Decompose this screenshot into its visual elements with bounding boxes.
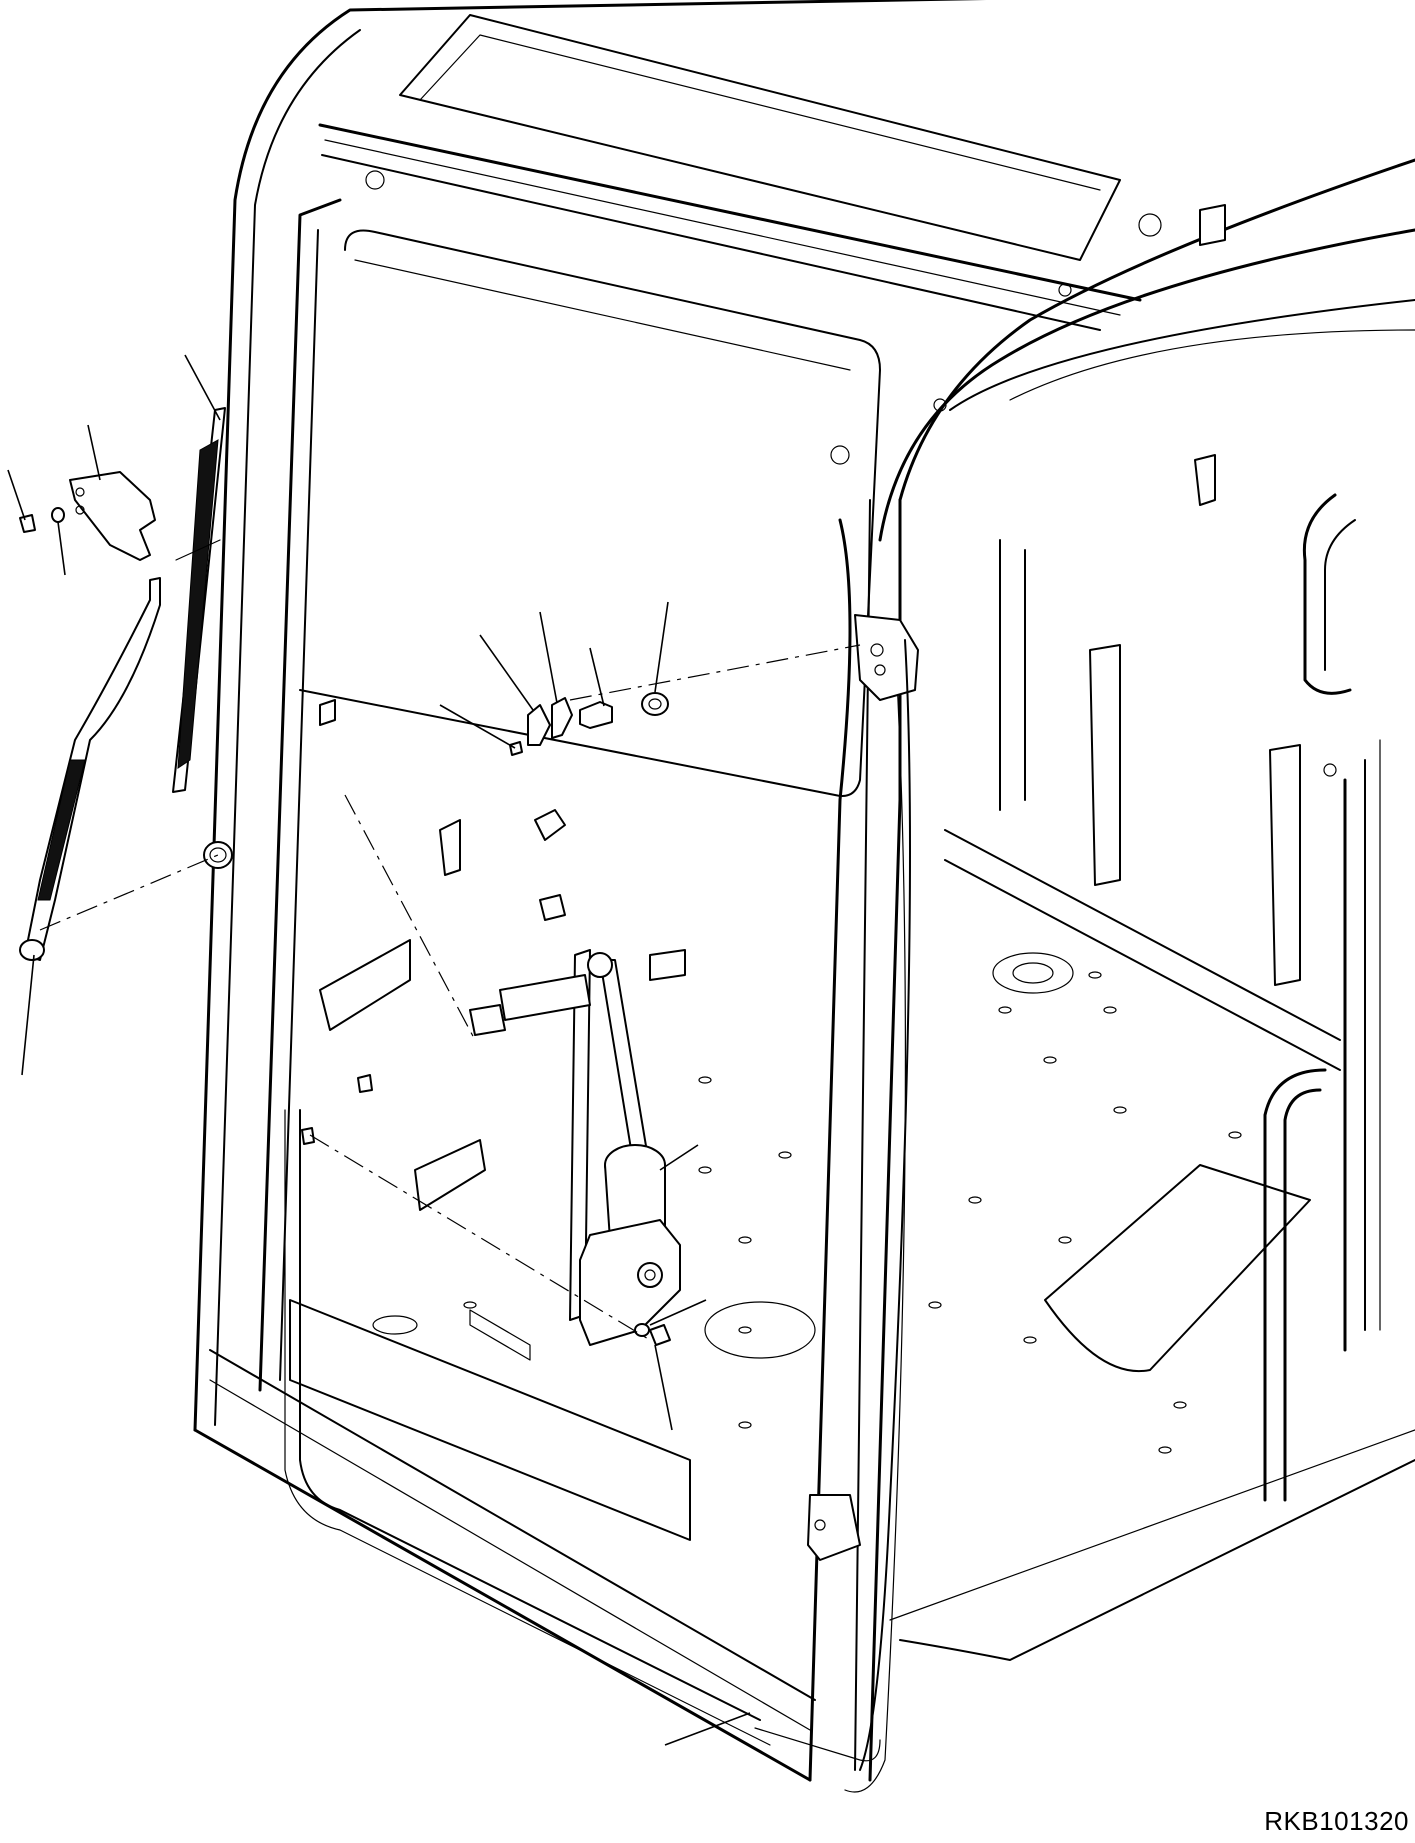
arm-bracket [70, 472, 155, 560]
wiring-harness [755, 640, 910, 1770]
wiper-blade [173, 408, 225, 792]
motor-screws [302, 1075, 372, 1144]
wiper-arm [20, 578, 160, 960]
bolt-and-washer [20, 508, 64, 532]
floor-holes [373, 953, 1241, 1453]
drawing-code: RKB101320 [1264, 1806, 1409, 1836]
pillar-bracket [808, 615, 918, 1560]
pivot-hardware [510, 693, 668, 755]
pivot-seal [204, 842, 232, 868]
leader-lines [8, 355, 750, 1745]
cab-frame [195, 0, 1415, 1792]
wiper-motor-assembly [470, 950, 680, 1345]
assembly-center-lines [40, 645, 860, 1340]
mounting-brackets [320, 171, 1336, 1210]
